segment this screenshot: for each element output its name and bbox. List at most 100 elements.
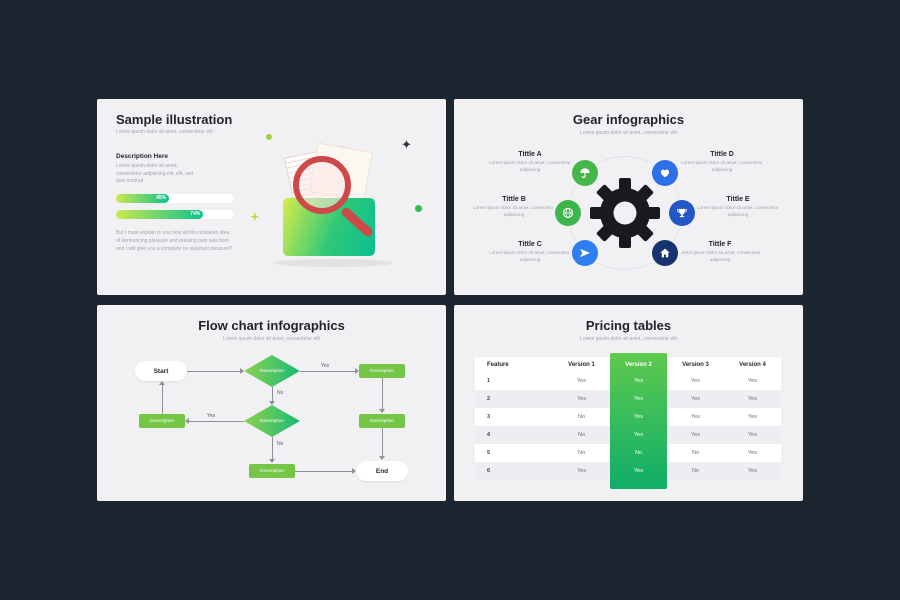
gear-item-text: Lorem ipsum dolor sit amet, consectetur … (697, 205, 779, 217)
plus-sparkle-icon: + (251, 209, 259, 224)
gear-item-title: Tittle B (502, 196, 526, 203)
feature-cell: 3 (475, 408, 553, 426)
feature-cell: 4 (475, 426, 553, 444)
globe-icon (555, 200, 581, 226)
flow-connector (272, 437, 273, 460)
value-cell: No (667, 462, 724, 480)
flow-process-node: Description (139, 414, 185, 428)
description-text: Lorem ipsum dolor sit amet, consectetur … (116, 163, 194, 184)
slide2-subtitle: Lorem ipsum dolor sit amet, consectetur … (580, 130, 677, 136)
arrow-left-icon (185, 418, 189, 424)
slide-sample-illustration: Sample illustration Lorem ipsum dolor si… (97, 99, 446, 295)
flow-connector (382, 378, 383, 410)
column-header: Version 4 (724, 357, 781, 372)
gear-item-text: Lorem ipsum dolor sit amet, consectetur … (489, 160, 571, 172)
table-row: 6 Yes Yes No Yes (475, 462, 781, 480)
arrow-up-icon (159, 381, 165, 385)
slide1-text-column: Description Here Lorem ipsum dolor sit a… (116, 153, 234, 253)
arrow-down-icon (379, 456, 385, 460)
home-icon (652, 240, 678, 266)
value-cell: Yes (667, 426, 724, 444)
value-cell: Yes (553, 372, 610, 390)
value-cell-highlighted: No (634, 450, 643, 456)
magnifier-icon (293, 156, 351, 214)
gear-item-b: Tittle B Lorem ipsum dolor sit amet, con… (470, 196, 558, 219)
gear-item-title: Tittle D (710, 151, 734, 158)
slide-deck: Sample illustration Lorem ipsum dolor si… (97, 99, 803, 501)
feature-cell: 6 (475, 462, 553, 480)
heart-icon (652, 160, 678, 186)
trophy-icon (669, 200, 695, 226)
flow-connector (189, 421, 244, 422)
value-cell: Yes (553, 462, 610, 480)
gear-item-title: Tittle F (708, 241, 732, 248)
value-cell: No (553, 408, 610, 426)
flow-decision-node: Description (244, 405, 300, 437)
gear-item-text: Lorem ipsum dolor sit amet, consectetur … (679, 250, 761, 262)
gear-icon (590, 178, 660, 248)
value-cell-highlighted: Yes (634, 396, 643, 402)
no-label: No (277, 390, 284, 396)
flow-connector (187, 371, 241, 372)
slide1-subtitle: Lorem ipsum dolor sit amet, consectetur … (116, 129, 213, 135)
value-cell: No (667, 444, 724, 462)
lime-dot-icon (266, 134, 272, 140)
value-cell: Yes (553, 390, 610, 408)
value-cell: No (553, 426, 610, 444)
slide1-title: Sample illustration (116, 112, 233, 127)
column-header: Feature (475, 357, 553, 372)
table-header-row: Feature Version 1 Version 2 Version 3 Ve… (475, 357, 781, 372)
value-cell: Yes (667, 408, 724, 426)
gear-item-title: Tittle E (726, 196, 750, 203)
arrow-right-icon (355, 368, 359, 374)
gear-item-f: Tittle F Lorem ipsum dolor sit amet, con… (676, 241, 764, 264)
gear-item-title: Tittle C (518, 241, 542, 248)
umbrella-icon (572, 160, 598, 186)
sparkle-icon: ✦ (401, 137, 412, 152)
plane-icon (572, 240, 598, 266)
feature-cell: 5 (475, 444, 553, 462)
value-cell: Yes (667, 390, 724, 408)
value-cell: Yes (724, 372, 781, 390)
feature-cell: 1 (475, 372, 553, 390)
no-label: No (277, 441, 284, 447)
value-cell: Yes (724, 426, 781, 444)
green-dot-icon (415, 205, 422, 212)
flow-connector (162, 383, 163, 414)
feature-cell: 2 (475, 390, 553, 408)
yes-label: Yes (207, 413, 216, 419)
gear-item-text: Lorem ipsum dolor sit amet, consectetur … (681, 160, 763, 172)
gear-item-e: Tittle E Lorem ipsum dolor sit amet, con… (694, 196, 782, 219)
arrow-down-icon (379, 409, 385, 413)
gear-item-c: Tittle C Lorem ipsum dolor sit amet, con… (486, 241, 574, 264)
gear-item-title: Tittle A (518, 151, 542, 158)
flow-node-label: Description (260, 368, 284, 374)
slide-gear-infographics: Gear infographics Lorem ipsum dolor sit … (454, 99, 803, 295)
flow-connector (272, 387, 273, 402)
value-cell: Yes (724, 408, 781, 426)
value-cell-highlighted: Yes (634, 468, 643, 474)
slide3-subtitle: Lorem ipsum dolor sit amet, consectetur … (223, 336, 320, 342)
arrow-down-icon (269, 401, 275, 405)
arrow-right-icon (240, 368, 244, 374)
value-cell-highlighted: Yes (634, 414, 643, 420)
flow-process-node: Description (249, 464, 295, 478)
progress-bars: 45% 74% (116, 193, 234, 219)
column-header: Version 1 (553, 357, 610, 372)
value-cell-highlighted: Yes (634, 432, 643, 438)
table-row: 3 No Yes Yes Yes (475, 408, 781, 426)
folder-shadow (273, 259, 393, 267)
slide-pricing-tables: Pricing tables Lorem ipsum dolor sit ame… (454, 305, 803, 501)
flow-start-node: Start (135, 361, 187, 381)
value-cell-highlighted: Yes (634, 378, 643, 384)
highlighted-column-strip (610, 353, 667, 489)
flow-process-node: Description (359, 414, 405, 428)
slide4-title: Pricing tables (585, 318, 672, 333)
table-row: 4 No Yes Yes Yes (475, 426, 781, 444)
folder-magnifier-illustration: ✦ + (247, 129, 437, 284)
progress-bar-track: 74% (116, 209, 234, 219)
yes-label: Yes (321, 363, 330, 369)
flow-connector (300, 371, 355, 372)
table-row: 1 Yes Yes Yes Yes (475, 372, 781, 390)
slide4-subtitle: Lorem ipsum dolor sit amet, consectetur … (580, 336, 677, 342)
